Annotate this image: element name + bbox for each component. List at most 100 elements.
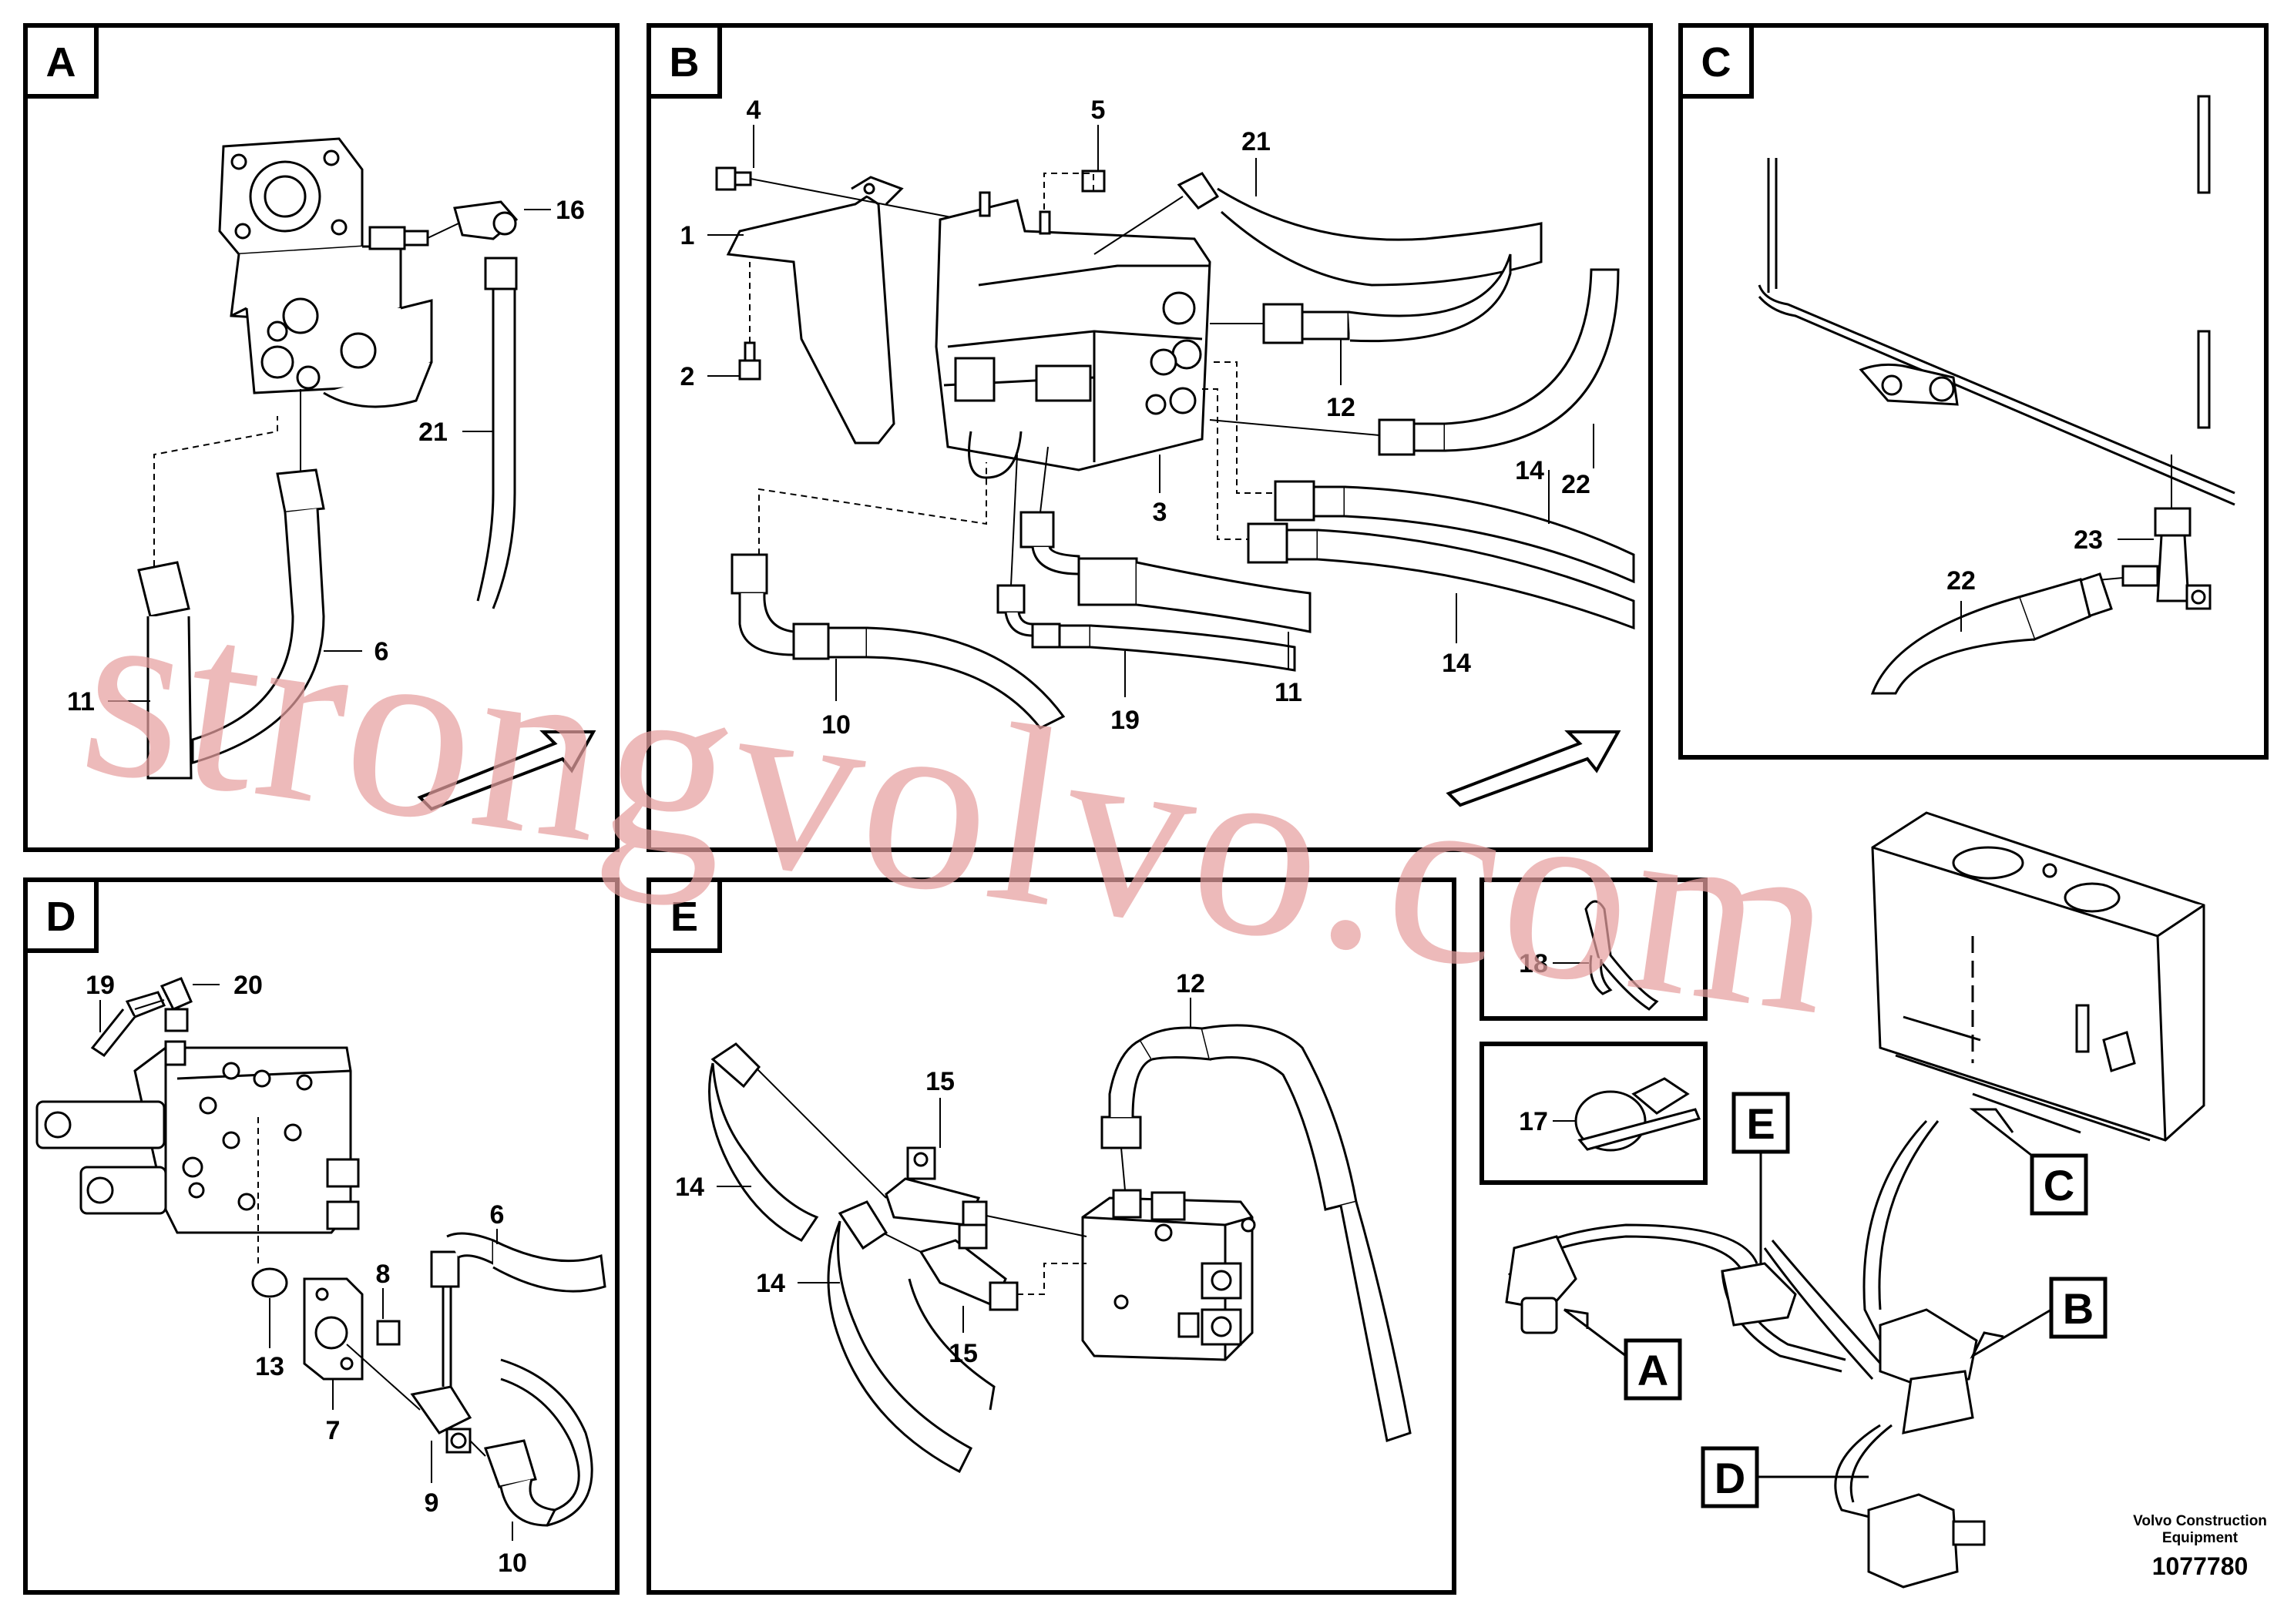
callout-21: 21 xyxy=(418,418,448,447)
valve-group-overview xyxy=(1505,1235,1986,1589)
callout-6: 6 xyxy=(374,637,389,666)
panel-clamp: 17 xyxy=(1480,1042,1708,1185)
callout-15: 15 xyxy=(925,1067,955,1096)
steering-unit xyxy=(218,137,433,408)
bracket-1 xyxy=(726,176,904,445)
direction-arrow-icon xyxy=(1446,730,1621,807)
fitting-16 xyxy=(368,200,519,250)
callout-13: 13 xyxy=(255,1352,284,1381)
bolt-2 xyxy=(738,341,761,381)
ref-a-letter: A xyxy=(1637,1346,1668,1394)
callout-5: 5 xyxy=(1091,96,1106,125)
ref-e: E xyxy=(1731,1092,1790,1263)
panel-e-letter: E xyxy=(670,894,698,940)
ref-d: D xyxy=(1701,1446,1869,1508)
hose-19-d xyxy=(90,991,166,1058)
callout-8: 8 xyxy=(376,1260,391,1289)
callout-11: 11 xyxy=(1275,678,1302,707)
tank-underside xyxy=(1758,95,2235,506)
callout-23: 23 xyxy=(2074,525,2103,555)
cable-tie-icon xyxy=(1584,900,1659,1011)
callout-9: 9 xyxy=(425,1488,439,1518)
callout-3: 3 xyxy=(1153,498,1167,527)
footer-company-line2: Equipment xyxy=(2162,1530,2239,1546)
callout-1: 1 xyxy=(680,221,695,250)
callout-10: 10 xyxy=(821,710,851,740)
fitting-9 xyxy=(410,1385,472,1454)
ref-c: C xyxy=(1969,1108,2088,1216)
hose-10-d xyxy=(483,1358,593,1527)
hose-11 xyxy=(137,561,193,780)
callout-14: 14 xyxy=(756,1269,785,1298)
bolt-4 xyxy=(715,166,752,191)
hose-6 xyxy=(191,468,325,765)
hose-14-top xyxy=(708,1042,819,1242)
ref-b: B xyxy=(1970,1277,2108,1359)
callout-2: 2 xyxy=(680,362,695,391)
callout-18: 18 xyxy=(1519,949,1548,978)
callout-6: 6 xyxy=(490,1200,505,1230)
callout-11: 11 xyxy=(67,687,95,716)
hose-21-b xyxy=(1177,172,1543,287)
hose-21 xyxy=(476,257,518,609)
panel-cable-tie: 18 xyxy=(1480,877,1708,1021)
callout-14: 14 xyxy=(675,1173,704,1202)
callout-22: 22 xyxy=(1946,566,1976,596)
callout-17: 17 xyxy=(1519,1107,1548,1136)
ref-a: A xyxy=(1563,1308,1682,1401)
valve-block-d xyxy=(35,1040,360,1234)
hose-22-c xyxy=(1870,572,2113,695)
callout-16: 16 xyxy=(556,196,585,225)
hose-12-e xyxy=(1100,1024,1358,1211)
callout-19: 19 xyxy=(1110,706,1140,735)
ref-c-letter: C xyxy=(2044,1161,2074,1210)
hose-6-d xyxy=(430,1232,606,1387)
callout-21: 21 xyxy=(1241,127,1271,156)
panel-b-letter: B xyxy=(670,39,700,86)
footer-company-line1: Volvo Construction xyxy=(2133,1513,2267,1529)
o-ring-13 xyxy=(251,1267,288,1298)
callout-19: 19 xyxy=(86,971,115,1000)
ref-d-letter: D xyxy=(1715,1454,1745,1502)
hose-12 xyxy=(1262,253,1512,344)
hydraulic-tank xyxy=(1871,811,2205,1142)
callout-22: 22 xyxy=(1561,470,1590,499)
callout-14: 14 xyxy=(1442,649,1471,678)
hose-14-bottom xyxy=(827,1200,996,1474)
hoses-14 xyxy=(1247,480,1635,630)
tee-15-bottom xyxy=(919,1223,1019,1311)
hose-10-b xyxy=(731,553,1066,730)
valve-block-3 xyxy=(935,191,1211,471)
hose-22-b xyxy=(1378,268,1620,456)
valve-block-e xyxy=(1081,1189,1256,1361)
drawing-number: 1077780 xyxy=(2152,1552,2249,1580)
panel-d-letter: D xyxy=(46,894,76,940)
panel-b: B xyxy=(647,23,1653,852)
panel-c-letter: C xyxy=(1701,39,1731,86)
callout-20: 20 xyxy=(233,971,263,1000)
tee-23 xyxy=(2121,507,2212,610)
callout-14: 14 xyxy=(1515,456,1544,485)
panel-d: D xyxy=(23,877,620,1595)
callout-15: 15 xyxy=(949,1339,978,1368)
panel-a-letter: A xyxy=(46,39,76,86)
direction-arrow-icon xyxy=(417,730,596,811)
callout-12: 12 xyxy=(1326,393,1355,422)
hose-11-b xyxy=(1019,511,1312,633)
hose-19 xyxy=(996,584,1296,672)
bolt-8 xyxy=(376,1320,401,1346)
callout-4: 4 xyxy=(747,96,761,125)
fitting-20 xyxy=(160,977,193,1032)
clamp-icon xyxy=(1574,1077,1701,1152)
ref-b-letter: B xyxy=(2063,1284,2094,1333)
callout-7: 7 xyxy=(326,1416,341,1445)
panel-c: C 23 22 xyxy=(1678,23,2269,760)
panel-e: E xyxy=(647,877,1456,1595)
callout-10: 10 xyxy=(498,1549,527,1578)
callout-12: 12 xyxy=(1176,969,1205,998)
overview-assembly: E C B A D xyxy=(1505,811,2205,1589)
panel-a: A xyxy=(23,23,620,852)
flange-7 xyxy=(303,1277,364,1381)
ref-e-letter: E xyxy=(1746,1099,1775,1148)
